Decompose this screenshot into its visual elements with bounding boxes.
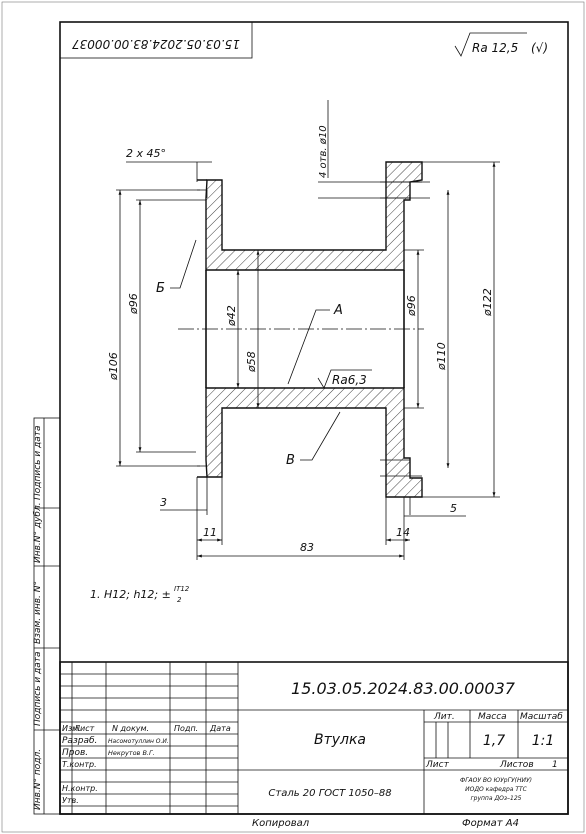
leaders: А Б В Ra6,3 — [156, 239, 372, 468]
dim-len5: 5 — [450, 502, 457, 515]
side-label-replace: Взам. инв. N° — [33, 581, 43, 644]
rotated-number-box: 15.03.05.2024.83.00.00037 — [59, 21, 253, 59]
footer-format: Формат A4 — [462, 818, 519, 829]
title-block: Изм. Лист N докум. Подп. Дата Разраб. Пр… — [59, 661, 569, 815]
dim-len83: 83 — [300, 541, 314, 554]
th-izm: Изм. — [62, 724, 81, 733]
note-frac-bottom: 2 — [177, 596, 182, 604]
roughness-inner: Ra6,3 — [332, 373, 367, 387]
dim-d96-left: ø96 — [127, 293, 140, 315]
roughness-general: Ra 12,5 — [472, 41, 518, 55]
dim-d58: ø58 — [245, 351, 258, 373]
name-razrab: Насомотуллин О.И. — [108, 738, 169, 745]
role-razrab: Разраб. — [62, 736, 97, 746]
side-strip: Подпись и дата Инв.N° дубл. Взам. инв. N… — [33, 417, 61, 815]
scale-header: Масштаб — [520, 712, 563, 722]
tech-note: 1. H12; h12; ± IT12 2 — [90, 585, 190, 604]
drawing-number: 15.03.05.2024.83.00.00037 — [291, 679, 516, 698]
note-text: 1. H12; h12; ± — [90, 588, 171, 601]
label-b: Б — [156, 281, 165, 296]
label-v: В — [286, 453, 295, 468]
role-tkontr: Т.контр. — [62, 760, 97, 769]
note-frac-top: IT12 — [174, 585, 190, 593]
role-nkontr: Н.контр. — [62, 784, 98, 793]
dim-d106: ø106 — [107, 352, 120, 381]
part-section — [178, 161, 424, 498]
sheet-label: Лист — [425, 760, 450, 770]
dim-len11: 11 — [203, 526, 217, 539]
dim-d110: ø110 — [435, 342, 448, 371]
footer: Копировал Формат A4 — [252, 818, 519, 829]
dim-d122: ø122 — [481, 288, 494, 317]
side-label-sign-date-2: Подпись и дата — [33, 651, 43, 726]
side-label-orig: Инв.N° подл. — [33, 749, 43, 810]
dim-holes: 4 отв. ø10 — [318, 125, 329, 178]
mass-header: Масса — [478, 712, 507, 722]
lit-header: Лит. — [433, 712, 455, 722]
th-list: Лист — [73, 724, 95, 733]
part-name: Втулка — [314, 732, 366, 748]
dim-len3: 3 — [160, 496, 167, 509]
label-a: А — [333, 303, 343, 318]
name-prov: Некрутов В.Г. — [108, 749, 155, 757]
org-line2: ИОДО кафедра ТТС — [465, 786, 528, 793]
org-line1: ФГАОУ ВО ЮУрГУ(НИУ) — [460, 777, 532, 784]
dim-chamfer: 2 x 45° — [126, 147, 166, 160]
drawing-number-rotated: 15.03.05.2024.83.00.00037 — [72, 37, 240, 51]
dimension-lines: 2 x 45° 4 отв. ø10 ø106 ø96 ø42 ø58 ø96 … — [107, 100, 500, 560]
side-label-dupl: Инв.N° дубл. — [33, 502, 43, 563]
th-podp: Подп. — [174, 724, 198, 733]
th-data: Дата — [209, 724, 231, 733]
mass-value: 1,7 — [483, 733, 505, 749]
side-label-sign-date-1: Подпись и дата — [33, 425, 43, 500]
dim-len14: 14 — [396, 526, 410, 539]
role-prov: Пров. — [62, 748, 88, 758]
footer-copied: Копировал — [252, 818, 310, 829]
roughness-general-note: (√) — [531, 41, 548, 55]
role-utv: Утв. — [62, 796, 79, 805]
org-line3: группа ДОз–125 — [471, 795, 522, 802]
dim-d42: ø42 — [225, 305, 238, 327]
th-ndokum: N докум. — [112, 724, 149, 733]
scale-value: 1:1 — [532, 733, 555, 749]
dim-d96-right: ø96 — [405, 295, 418, 317]
sheets-label: Листов — [499, 760, 534, 770]
sheets-value: 1 — [552, 760, 558, 770]
general-roughness: Ra 12,5 (√) — [454, 32, 548, 57]
material: Сталь 20 ГОСТ 1050–88 — [268, 788, 391, 799]
